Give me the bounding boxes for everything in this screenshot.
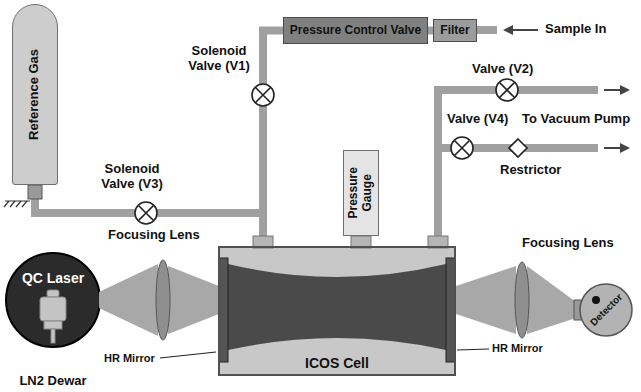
laser-icon (44, 321, 62, 329)
ground-hatch (4, 201, 30, 207)
flow-label: To Vacuum Pump (522, 112, 630, 127)
cylinder-neck (28, 185, 42, 199)
restrictor-symbol (509, 139, 527, 157)
icos-cell: ICOS Cell (218, 246, 456, 376)
dewar-circle (6, 253, 100, 347)
valve-symbol (496, 79, 518, 101)
cell-beam (228, 264, 446, 350)
valve-label: Solenoid Valve (V3) (96, 162, 168, 192)
leader-line (457, 349, 489, 350)
sample-pipe (477, 26, 497, 34)
part-label: Focusing Lens (522, 236, 614, 251)
detector: Detector (580, 284, 632, 336)
valve-symbol (451, 137, 473, 159)
valve-cross (139, 206, 154, 221)
laser-beam (99, 264, 158, 336)
detector-label: Detector (588, 292, 625, 329)
flow-arrowhead (620, 85, 630, 95)
laser-icon (47, 290, 59, 297)
leader-line (160, 352, 216, 358)
part-label: HR Mirror (104, 352, 155, 365)
valve-label: Valve (V4) (447, 112, 508, 127)
pressure-gauge: Pressure Gauge (343, 150, 379, 236)
flow-arrow (511, 29, 538, 31)
mirror-symbol (219, 258, 228, 362)
laser-beam (168, 266, 219, 334)
flow-arrowhead (503, 25, 513, 35)
solenoid-valve (135, 202, 157, 224)
laser-beam (456, 266, 516, 334)
flow-arrowhead (620, 143, 630, 153)
box-label: Pressure Control Valve (290, 24, 421, 38)
valve-label: Solenoid Valve (V1) (183, 44, 255, 74)
valve-cross (455, 141, 470, 156)
laser-icon (40, 297, 66, 321)
filter-box: Filter (433, 19, 477, 42)
valve-cross (500, 83, 515, 98)
laser-label: QC Laser (22, 270, 84, 286)
laser-icon (51, 329, 55, 343)
mirror-symbol (446, 258, 455, 362)
gas-cylinder: Reference Gas (12, 4, 58, 185)
valve-body (451, 137, 473, 159)
valve-label: Valve (V2) (472, 62, 533, 77)
flow-arrow (604, 89, 622, 91)
valve-cross (256, 88, 271, 103)
cylinder-label: Reference Gas (28, 49, 43, 140)
dewar-label: LN2 Dewar (19, 374, 86, 389)
detector-dot (592, 296, 600, 304)
valve-body (496, 79, 518, 101)
flow-label: Sample In (545, 22, 606, 37)
cell-fill (218, 246, 456, 376)
laser-beam (527, 266, 576, 334)
detector-circle (580, 284, 632, 336)
lens-symbol (515, 262, 529, 338)
part-label: HR Mirror (492, 342, 543, 355)
valve-box: Pressure Control Valve (283, 17, 428, 44)
laser-dewar: QC LaserLN2 Dewar (3, 252, 103, 390)
gas-pipe (35, 185, 263, 246)
lens-symbol (156, 260, 170, 340)
gauge-label: Pressure Gauge (347, 153, 375, 233)
part-label: Restrictor (500, 163, 561, 178)
flow-arrow (604, 147, 622, 149)
cell-label: ICOS Cell (305, 355, 369, 371)
valve-body (252, 84, 274, 106)
box-label: Filter (440, 24, 469, 38)
valve-body (135, 202, 157, 224)
part-label: Focusing Lens (108, 228, 200, 243)
solenoid-valve (252, 84, 274, 106)
